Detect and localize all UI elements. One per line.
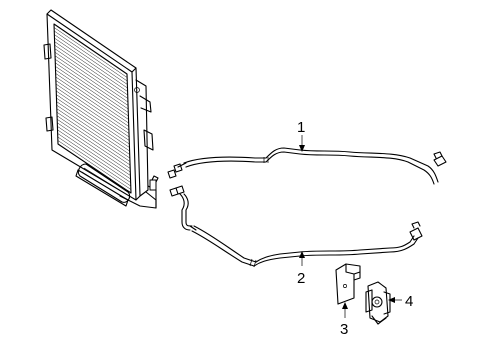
radiator-fin <box>56 97 130 148</box>
radiator-fin <box>57 119 131 169</box>
cooler-line-lower <box>169 185 423 268</box>
arrowhead-2 <box>299 251 305 258</box>
radiator-fin <box>53 27 128 78</box>
radiator-fin <box>56 94 130 145</box>
callout-1: 1 <box>297 119 305 136</box>
radiator-fin <box>55 76 129 127</box>
radiator-fin <box>57 133 131 183</box>
radiator-fin <box>54 30 128 82</box>
radiator-fin <box>55 69 129 120</box>
radiator-fin <box>57 129 131 180</box>
radiator-fin <box>55 83 130 134</box>
radiator-fin <box>55 59 129 110</box>
callout-3: 3 <box>340 321 348 338</box>
radiator-fin <box>57 140 132 190</box>
radiator-fin <box>55 66 129 117</box>
radiator-fin <box>54 52 129 103</box>
radiator-fin <box>54 41 128 92</box>
radiator-fin <box>55 80 130 131</box>
radiator-fin <box>56 101 130 152</box>
radiator-fin <box>55 87 130 138</box>
callout-4: 4 <box>405 293 413 310</box>
radiator-fin <box>54 44 128 96</box>
radiator-fin <box>56 108 130 159</box>
radiator-fin <box>57 122 131 173</box>
cooler-radiator <box>43 9 159 209</box>
arrowhead-3 <box>342 302 348 309</box>
radiator-fin <box>56 115 131 166</box>
radiator-fin <box>56 90 130 141</box>
clamp-clip <box>365 281 391 325</box>
radiator-fin <box>55 73 129 124</box>
radiator-fin <box>54 55 129 106</box>
cooler-line-upper <box>167 147 447 185</box>
radiator-fin <box>55 62 129 113</box>
radiator-fin <box>54 34 128 85</box>
mounting-bracket <box>335 263 361 305</box>
leader-lines <box>299 135 402 318</box>
radiator-fin <box>56 112 131 162</box>
arrowhead-4 <box>388 297 395 303</box>
radiator-fin <box>54 37 128 89</box>
arrowhead-1 <box>299 145 305 152</box>
radiator-fin <box>57 136 131 187</box>
radiator-fin <box>54 48 128 99</box>
callout-2: 2 <box>297 270 305 287</box>
radiator-fin <box>57 126 131 176</box>
radiator-fin <box>56 104 130 155</box>
